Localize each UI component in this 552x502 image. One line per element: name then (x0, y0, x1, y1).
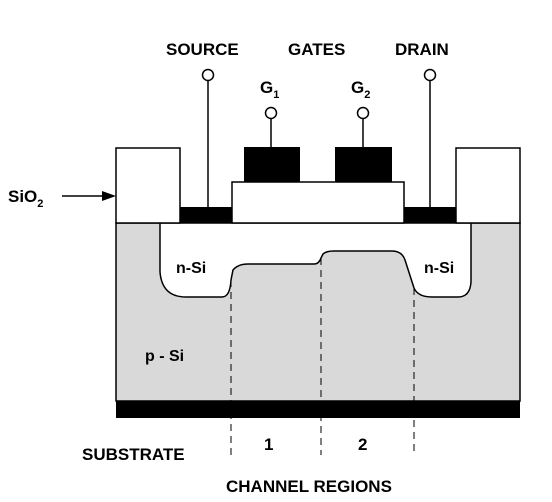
oxide-label: SiO2 (8, 187, 43, 210)
drain-contact (404, 207, 456, 223)
field-oxide-left (115, 147, 181, 224)
source-contact (180, 207, 232, 223)
gate-1-label: G1 (260, 78, 279, 101)
oxide-arrow-head (102, 191, 116, 201)
gate-oxide (231, 181, 405, 224)
n-si-left-label: n-Si (176, 260, 206, 277)
field-oxide-right (455, 147, 521, 224)
gate-2-terminal (356, 106, 370, 120)
substrate-label: SUBSTRATE (82, 445, 185, 464)
channel-regions-label: CHANNEL REGIONS (226, 477, 392, 496)
gate-2-label: G2 (351, 78, 370, 101)
gates-label: GATES (288, 40, 345, 59)
source-label: SOURCE (166, 40, 239, 59)
channel-1-label: 1 (264, 435, 273, 454)
gate-1-electrode (244, 147, 300, 182)
channel-2-label: 2 (358, 435, 367, 454)
drain-label: DRAIN (395, 40, 449, 59)
gate-1-terminal (264, 106, 278, 120)
n-si-region (159, 222, 472, 298)
n-si-right-label: n-Si (424, 260, 454, 277)
p-si-label: p - Si (145, 348, 184, 365)
gate-2-electrode (335, 147, 392, 182)
source-terminal (201, 68, 215, 82)
drain-terminal (423, 68, 437, 82)
substrate-contact (116, 401, 520, 418)
